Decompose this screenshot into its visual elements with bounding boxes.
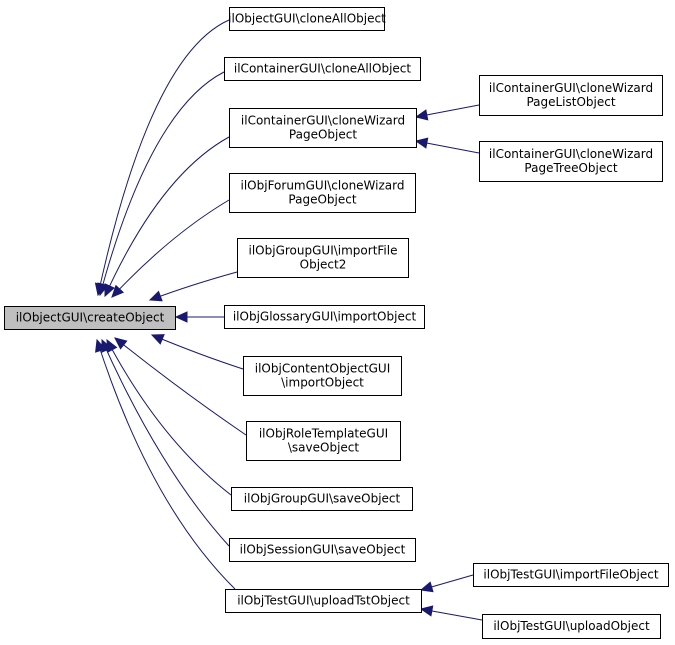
- node-label: ilObjForumGUI\cloneWizard: [241, 179, 405, 193]
- node-box: [237, 238, 409, 278]
- node-box: [231, 487, 413, 511]
- node-label: ilContainerGUI\cloneWizard: [489, 147, 653, 161]
- edge-n4-root: [111, 199, 230, 298]
- edge-n2-root: [97, 71, 225, 297]
- edge-line: [101, 339, 230, 547]
- node-box: [229, 7, 385, 31]
- edge-line: [111, 199, 230, 298]
- arrowhead: [114, 337, 128, 350]
- node-n8[interactable]: ilObjRoleTemplateGUI\saveObject: [246, 421, 401, 461]
- node-box: [229, 538, 416, 562]
- edge-n15-n11: [419, 605, 483, 621]
- node-box: [225, 589, 422, 613]
- arrowhead: [111, 284, 125, 298]
- node-label: ilObjGroupGUI\importFile: [249, 244, 398, 258]
- edge-line: [99, 71, 225, 296]
- node-label: PageTreeObject: [524, 161, 617, 175]
- edge-line: [149, 271, 238, 301]
- edge-layer: [94, 19, 483, 621]
- edge-n12-n3: [414, 104, 480, 121]
- node-box: [224, 57, 421, 81]
- node-label: ilObjSessionGUI\saveObject: [240, 543, 406, 557]
- node-label: ilObjGroupGUI\saveObject: [244, 492, 401, 506]
- node-label: ilObjTestGUI\uploadObject: [493, 619, 650, 633]
- edge-n14-n11: [419, 574, 474, 593]
- node-box: [479, 75, 663, 116]
- node-box: [229, 108, 417, 148]
- node-n9[interactable]: ilObjGroupGUI\saveObject: [231, 487, 413, 511]
- arrowhead: [95, 338, 106, 353]
- node-n11[interactable]: ilObjTestGUI\uploadTstObject: [225, 589, 422, 613]
- node-root[interactable]: ilObjectGUI\createObject: [4, 306, 176, 330]
- edge-line: [106, 339, 232, 496]
- arrowhead: [148, 290, 163, 302]
- arrowhead: [104, 283, 115, 298]
- node-label: ilObjTestGUI\importFileObject: [483, 568, 658, 582]
- node-label: ilObjGlossaryGUI\importObject: [233, 310, 417, 324]
- node-label: ilObjRoleTemplateGUI: [259, 427, 388, 441]
- node-label: \importObject: [281, 376, 364, 390]
- node-n10[interactable]: ilObjSessionGUI\saveObject: [229, 538, 416, 562]
- node-label: Object2: [300, 258, 347, 272]
- node-n14[interactable]: ilObjTestGUI\importFileObject: [473, 563, 669, 587]
- edge-n6-root: [174, 311, 224, 323]
- node-label: ilObjContentObjectGUI: [255, 362, 391, 376]
- arrowhead: [419, 581, 434, 593]
- node-box: [473, 563, 669, 587]
- node-box: [229, 173, 416, 213]
- node-n15[interactable]: ilObjTestGUI\uploadObject: [482, 614, 661, 639]
- node-label: ilContainerGUI\cloneWizard: [241, 114, 405, 128]
- node-label: \saveObject: [288, 441, 360, 455]
- edge-line: [151, 334, 244, 370]
- node-label: ilContainerGUI\cloneAllObject: [234, 62, 411, 76]
- edge-n3-root: [104, 136, 230, 298]
- node-box: [4, 306, 176, 330]
- node-label: ilObjectGUI\cloneAllObject: [228, 12, 386, 26]
- edge-n11-root: [95, 338, 236, 590]
- node-layer: ilObjectGUI\createObject ilObjectGUI\clon…: [4, 7, 669, 639]
- node-box: [482, 614, 661, 639]
- node-box: [246, 421, 401, 461]
- node-label: PageObject: [288, 193, 356, 207]
- edge-n10-root: [101, 338, 230, 547]
- arrowhead: [419, 605, 434, 617]
- node-label: ilObjectGUI\createObject: [16, 311, 165, 325]
- edge-line: [96, 339, 236, 590]
- edge-n8-root: [114, 337, 247, 436]
- node-label: PageObject: [289, 128, 357, 142]
- edge-line: [104, 136, 230, 297]
- node-n1[interactable]: ilObjectGUI\cloneAllObject: [228, 7, 386, 31]
- node-box: [479, 141, 663, 182]
- edge-line: [114, 337, 247, 436]
- edge-n5-root: [148, 271, 238, 302]
- node-n7[interactable]: ilObjContentObjectGUI\importObject: [243, 356, 402, 396]
- arrowhead: [174, 311, 188, 323]
- edge-n7-root: [150, 334, 244, 370]
- node-label: PageListObject: [526, 95, 615, 109]
- node-label: ilObjTestGUI\uploadTstObject: [237, 594, 410, 608]
- edge-n13-n3: [414, 137, 480, 154]
- node-n2[interactable]: ilContainerGUI\cloneAllObject: [224, 57, 421, 81]
- arrowhead: [414, 137, 429, 149]
- node-label: ilContainerGUI\cloneWizard: [489, 81, 653, 95]
- node-box: [224, 305, 425, 329]
- arrowhead: [150, 334, 165, 345]
- node-box: [243, 356, 402, 396]
- node-n6[interactable]: ilObjGlossaryGUI\importObject: [224, 305, 425, 329]
- arrowhead: [414, 109, 429, 121]
- edge-line: [97, 19, 230, 296]
- edge-n1-root: [94, 19, 230, 297]
